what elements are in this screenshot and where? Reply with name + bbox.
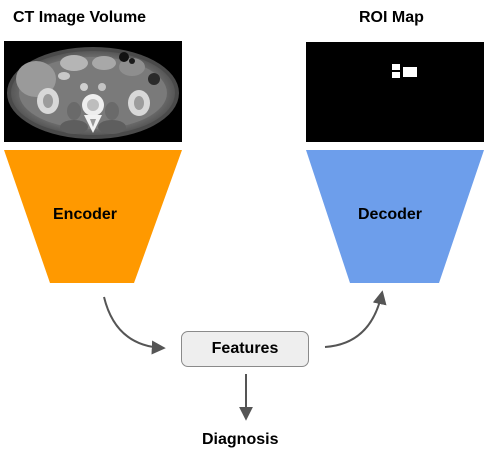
encoder-label: Encoder (53, 206, 118, 223)
arrow-features-to-decoder (324, 290, 387, 348)
roi-region-large (403, 67, 417, 77)
roi-map-title: ROI Map (359, 9, 424, 26)
decoder-label: Decoder (358, 206, 423, 223)
ct-image (4, 41, 182, 142)
roi-map-image (306, 42, 484, 142)
decoder-shape (306, 150, 484, 283)
roi-region-small-top (392, 64, 400, 70)
arrow-encoder-to-features (103, 296, 166, 355)
encoder-shape (4, 150, 182, 283)
ct-image-volume-title: CT Image Volume (13, 9, 147, 26)
diagnosis-label: Diagnosis (202, 431, 279, 448)
features-node: Features (181, 331, 309, 367)
roi-region-small-bottom (392, 72, 400, 78)
features-label: Features (211, 340, 279, 357)
